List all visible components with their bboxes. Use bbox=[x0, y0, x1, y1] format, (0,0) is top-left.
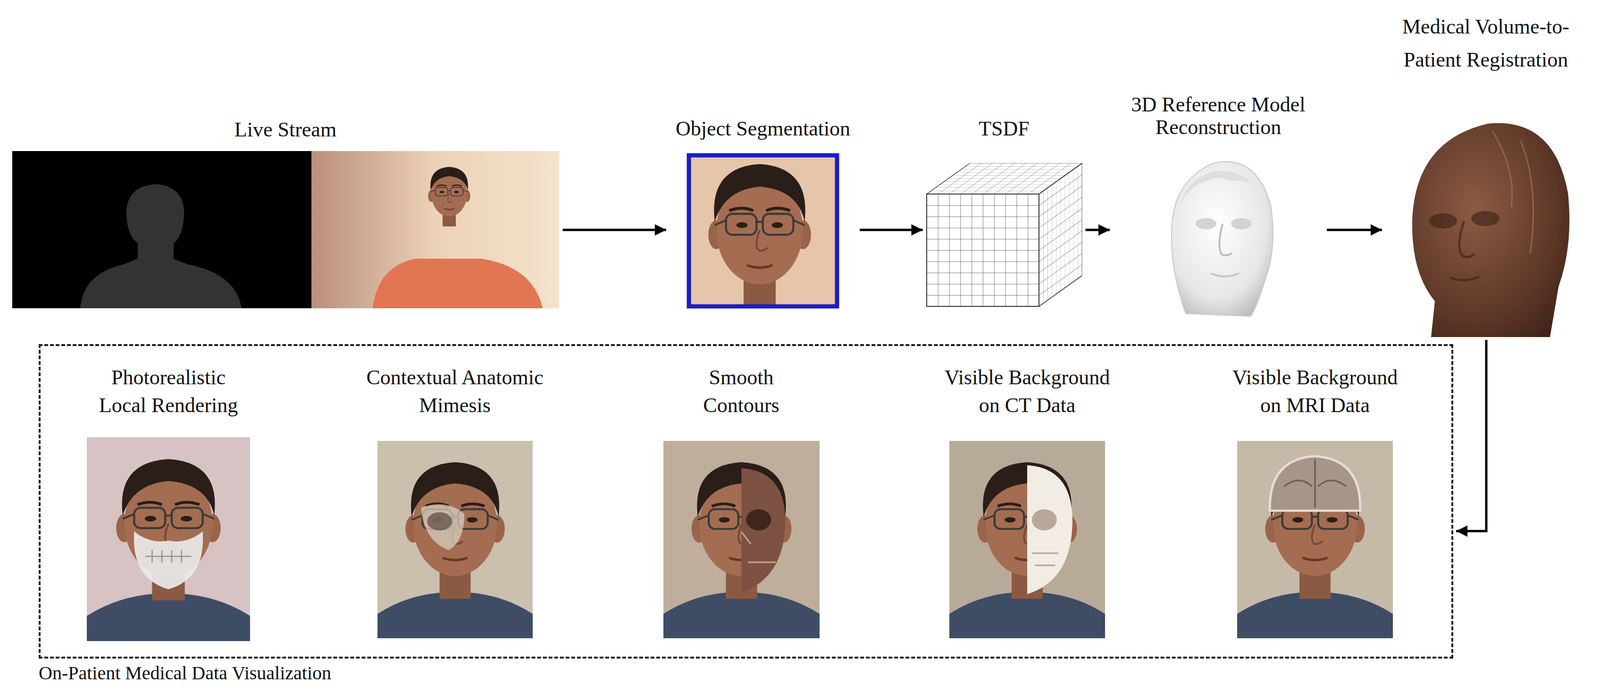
flow-arrow bbox=[859, 228, 923, 232]
orbit bbox=[745, 509, 771, 531]
ct-panel bbox=[949, 440, 1106, 638]
teeth bbox=[145, 549, 192, 563]
shirt bbox=[1237, 592, 1393, 638]
result-panel: Visible Background on MRI Data bbox=[1217, 363, 1413, 638]
shirt bbox=[372, 258, 543, 309]
segmented-face bbox=[708, 164, 812, 307]
voxel-grid bbox=[926, 193, 1039, 307]
orbit bbox=[427, 511, 453, 531]
volume-head bbox=[1412, 123, 1570, 337]
reconstructed-mesh bbox=[1171, 161, 1274, 317]
mesh-eye bbox=[1195, 217, 1217, 230]
stage-panel: Live Stream bbox=[12, 117, 560, 309]
photo-background bbox=[377, 440, 533, 638]
orbit bbox=[1031, 509, 1057, 531]
shirt bbox=[663, 592, 820, 638]
rgb-image bbox=[311, 150, 560, 309]
tsdf-front-face bbox=[926, 193, 1039, 307]
mesh-eye bbox=[1231, 217, 1252, 230]
result-panel: Contextual Anatomic Mimesis bbox=[343, 363, 567, 638]
flow-arrow bbox=[1326, 228, 1383, 232]
shirt bbox=[377, 592, 533, 638]
bone-detail bbox=[741, 531, 777, 562]
result-panel: Photorealistic Local Rendering bbox=[82, 363, 255, 641]
connectors bbox=[562, 229, 1487, 531]
flow-arrow bbox=[1456, 339, 1487, 531]
stage-heading: Object Segmentation bbox=[675, 117, 851, 142]
result-panel: Visible Background on CT Data bbox=[929, 363, 1125, 638]
stage-heading: Live Stream bbox=[234, 117, 337, 143]
photo-background bbox=[949, 440, 1106, 638]
panel-heading: Contextual Anatomic Mimesis bbox=[348, 363, 562, 420]
stage-panel: Medical Volume-to-Patient Registration bbox=[1385, 10, 1586, 337]
jaw-overlay bbox=[134, 530, 203, 589]
tsdf-side-face bbox=[1038, 163, 1082, 307]
person-face bbox=[708, 164, 812, 307]
panel-heading: Visible Background on MRI Data bbox=[1223, 363, 1408, 420]
person-face bbox=[427, 167, 471, 227]
shirt bbox=[949, 592, 1106, 638]
contours-panel bbox=[663, 440, 820, 638]
flow-arrow bbox=[1085, 228, 1111, 232]
stage-panel: Object Segmentation bbox=[670, 117, 856, 307]
brain-detail bbox=[1283, 459, 1347, 508]
panel-heading: Visible Background on CT Data bbox=[935, 363, 1120, 420]
volume-mouth bbox=[1449, 276, 1480, 281]
skull-overlay bbox=[741, 468, 786, 593]
stage-heading: TSDF bbox=[978, 117, 1030, 142]
photo-background bbox=[86, 436, 251, 641]
person-face bbox=[691, 461, 792, 599]
person-face bbox=[977, 461, 1077, 599]
mesh-mouth bbox=[1210, 273, 1240, 277]
person-face bbox=[116, 459, 221, 601]
group-caption: On-Patient Medical Data Visualization bbox=[38, 661, 332, 684]
volume-eye bbox=[1428, 213, 1458, 229]
skull-overlay bbox=[420, 503, 465, 550]
mesh-head bbox=[1171, 161, 1274, 317]
photorealistic-panel bbox=[86, 436, 251, 641]
stage-panel: 3D Reference Model Reconstruction bbox=[1113, 93, 1324, 317]
panel-heading: Smooth Contours bbox=[684, 363, 798, 420]
dashed-group-box: On-Patient Medical Data VisualizationPho… bbox=[38, 343, 1454, 659]
panel-heading: Photorealistic Local Rendering bbox=[88, 363, 249, 420]
voxel-grid bbox=[1038, 163, 1082, 307]
volume-texture bbox=[1492, 131, 1534, 254]
photo-background bbox=[1237, 440, 1393, 638]
photo-background bbox=[663, 440, 820, 638]
stage-panel: TSDF bbox=[926, 117, 1082, 307]
medical-volume bbox=[1412, 123, 1570, 337]
mri-panel bbox=[1237, 440, 1393, 638]
stage-heading: Medical Volume-to-Patient Registration bbox=[1391, 10, 1581, 77]
depth-image bbox=[12, 150, 312, 309]
ct-overlay bbox=[1027, 464, 1073, 594]
mesh-hair bbox=[1180, 170, 1256, 205]
flow-arrow bbox=[562, 228, 667, 232]
mimesis-panel bbox=[377, 440, 533, 638]
depth-silhouette bbox=[80, 184, 242, 309]
segmentation-border bbox=[688, 155, 838, 307]
result-panel: Smooth Contours bbox=[663, 363, 820, 638]
volume-nose bbox=[1458, 220, 1475, 258]
mesh-nose bbox=[1219, 223, 1232, 256]
bone-detail bbox=[1031, 552, 1059, 566]
mri-overlay bbox=[1269, 455, 1361, 511]
shirt bbox=[86, 593, 251, 641]
person-face bbox=[405, 461, 505, 599]
stage-heading: 3D Reference Model Reconstruction bbox=[1119, 93, 1318, 140]
volume-eye bbox=[1471, 210, 1500, 227]
